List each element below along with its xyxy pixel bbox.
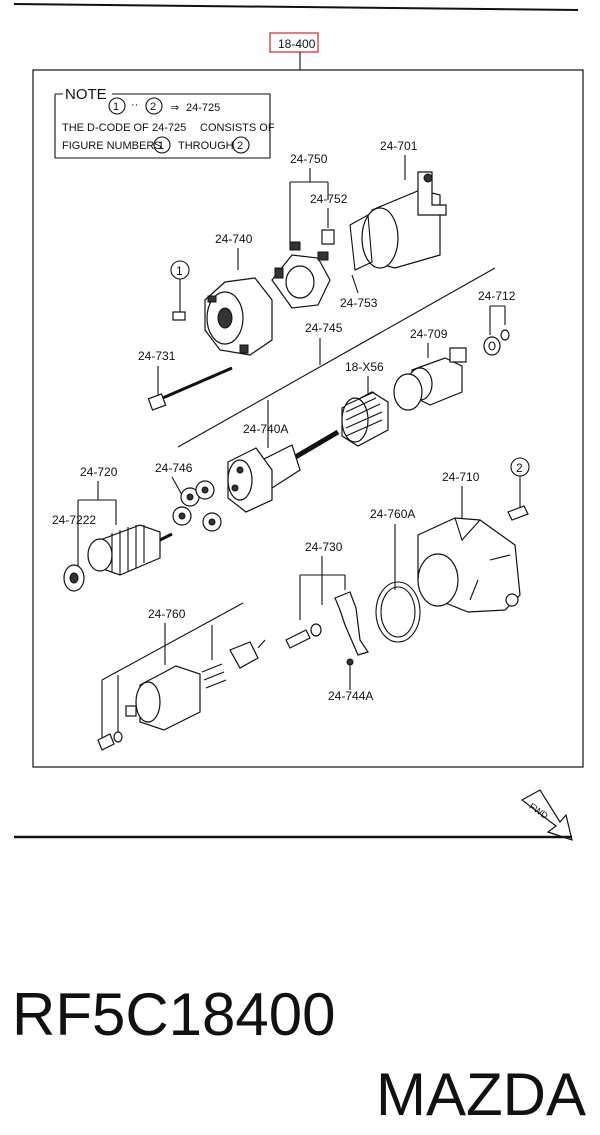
washer-part bbox=[483, 329, 510, 356]
clutch-part bbox=[393, 347, 467, 411]
label-24-750: 24-750 bbox=[290, 152, 328, 166]
leader-lines bbox=[77, 155, 506, 738]
label-24-712: 24-712 bbox=[478, 289, 516, 303]
top-rule bbox=[13, 3, 579, 11]
bearing-part bbox=[341, 391, 389, 447]
label-24-746: 24-746 bbox=[155, 461, 193, 475]
label-24-720: 24-720 bbox=[80, 465, 118, 479]
label-24-710: 24-710 bbox=[442, 470, 480, 484]
drive-shaft-part bbox=[227, 429, 340, 513]
svg-text:2: 2 bbox=[516, 461, 523, 475]
label-24-730: 24-730 bbox=[305, 540, 343, 554]
solenoid-part bbox=[97, 639, 266, 751]
note-dcode-ref: 24-725 bbox=[186, 102, 220, 114]
page-code: 18-400 bbox=[278, 37, 316, 51]
label-24-760a: 24-760A bbox=[370, 507, 415, 521]
brush-holder-part bbox=[271, 229, 335, 309]
rear-cover-part bbox=[204, 277, 273, 356]
note-line3-c: THROUGH bbox=[178, 140, 234, 152]
note-box: NOTE 1 ·· 2 ⇒ 24-725 THE D-CODE OF 24-72… bbox=[54, 86, 275, 159]
label-24-7222: 24-7222 bbox=[52, 513, 96, 527]
front-housing-part bbox=[417, 517, 521, 613]
label-24-753: 24-753 bbox=[340, 296, 378, 310]
label-24-744a: 24-744A bbox=[328, 689, 373, 703]
part-number: RF5C18400 bbox=[12, 981, 336, 1048]
through-bolt-part bbox=[147, 366, 233, 411]
note-line2-a: THE D-CODE OF bbox=[62, 122, 149, 134]
label-24-752: 24-752 bbox=[310, 192, 348, 206]
callout-1: 1 bbox=[170, 260, 190, 321]
lever-part bbox=[285, 591, 369, 666]
label-24-740: 24-740 bbox=[215, 232, 253, 246]
brand-name: MAZDA bbox=[376, 1061, 586, 1128]
label-24-731: 24-731 bbox=[138, 349, 176, 363]
svg-text:1: 1 bbox=[176, 264, 183, 278]
planetary-gears-part bbox=[172, 480, 222, 532]
note-range-start: 1 bbox=[113, 101, 119, 113]
note-line3-d: 2 bbox=[237, 140, 243, 152]
label-24-740a: 24-740A bbox=[243, 422, 288, 436]
starter-exploded-diagram: 18-400 NOTE 1 ·· 2 ⇒ 24-725 THE D-CODE O… bbox=[13, 3, 584, 841]
note-line3-a: FIGURE NUMBERS bbox=[62, 140, 162, 152]
label-24-709: 24-709 bbox=[410, 327, 448, 341]
note-range-end: 2 bbox=[150, 101, 156, 113]
label-24-745: 24-745 bbox=[305, 321, 343, 335]
note-range-sep: ·· bbox=[131, 99, 138, 111]
label-18-x56: 18-X56 bbox=[345, 360, 384, 374]
o-ring-part bbox=[375, 581, 421, 643]
part-caption: RF5C18400 MAZDA bbox=[0, 895, 600, 1128]
label-24-760: 24-760 bbox=[148, 607, 186, 621]
note-line2-c: CONSISTS OF bbox=[200, 122, 275, 134]
yoke-part bbox=[349, 171, 447, 271]
page-code-highlight bbox=[269, 32, 319, 53]
note-heading: NOTE bbox=[65, 86, 107, 103]
note-line3-b: 1 bbox=[158, 140, 164, 152]
armature-part bbox=[63, 524, 173, 592]
note-arrow: ⇒ bbox=[170, 102, 179, 114]
fwd-arrow-icon: FWD bbox=[520, 789, 573, 841]
note-line2-b: 24-725 bbox=[152, 122, 186, 134]
callout-2: 2 bbox=[507, 457, 530, 521]
diagram-frame bbox=[32, 69, 584, 768]
label-24-701: 24-701 bbox=[380, 139, 418, 153]
